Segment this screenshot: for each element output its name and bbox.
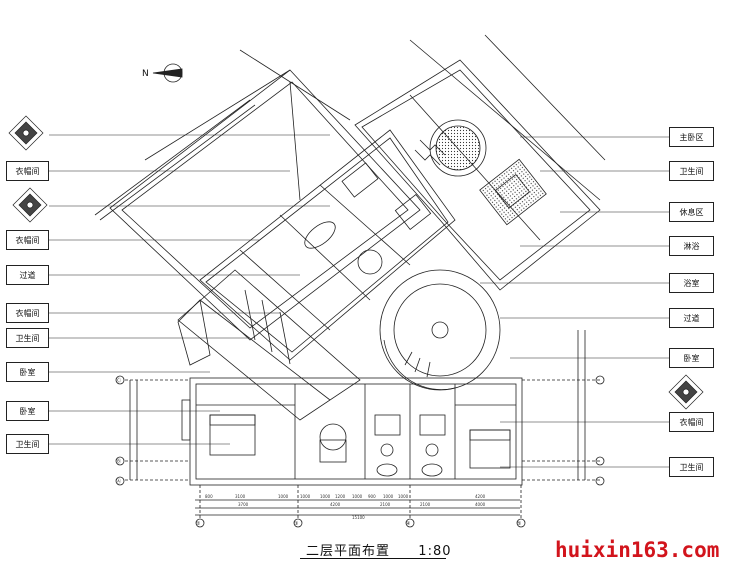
right-label-8: 衣帽间 [669, 412, 714, 432]
dimension-row1-value: 1000 [300, 494, 311, 499]
right-label-1: 主卧区 [669, 127, 714, 147]
ornament-icon-left-1 [8, 115, 44, 151]
drawing-title-text: 二层平面布置 [306, 544, 391, 559]
grid-axis-label: ② [196, 521, 201, 527]
grid-axis-label: Ⓐ [116, 478, 121, 485]
dimension-row1-value: 900 [368, 494, 376, 499]
dimension-row-1: 800 3100 1000 1000 1000 1200 1000 900 1000 1000 42… [205, 494, 486, 499]
left-label-2: 衣帽间 [6, 230, 49, 250]
grid-axis-label: ④ [406, 521, 411, 527]
watermark: huixin163.com [555, 538, 720, 562]
dimension-row-2: 3700 4200 2100 2100 4000 [238, 502, 486, 507]
dimension-row2-value: 4200 [330, 502, 341, 507]
right-label-2: 卫生间 [669, 161, 714, 181]
grid-axis-label: ⑤ [517, 521, 521, 527]
left-label-5: 卫生间 [6, 328, 49, 348]
dimension-row1-value: 1000 [352, 494, 363, 499]
north-arrow-icon [152, 63, 183, 83]
dimension-row2-value: 2100 [380, 502, 391, 507]
dimension-row1-value: 800 [205, 494, 213, 499]
left-label-6: 卧室 [6, 362, 49, 382]
dimension-row1-value: 1000 [278, 494, 289, 499]
dimension-row2-value: 4000 [475, 502, 486, 507]
drawing-scale: 1:80 [418, 544, 452, 559]
drawing-title: 二层平面布置 1:80 [306, 540, 452, 559]
right-label-7: 卧室 [669, 348, 714, 368]
north-label: N [142, 69, 149, 79]
dimension-total: 15100 [352, 515, 365, 520]
left-label-7: 卧室 [6, 401, 49, 421]
ornament-icon-left-2 [12, 187, 48, 223]
dimension-row1-value: 1000 [320, 494, 331, 499]
grid-axis-label: Ⓒ [116, 377, 121, 384]
dimension-row1-value: 1000 [398, 494, 409, 499]
grid-axis-label: ③ [294, 521, 298, 527]
right-label-4: 淋浴 [669, 236, 714, 256]
dimension-row2-value: 2100 [420, 502, 431, 507]
left-label-3: 过道 [6, 265, 49, 285]
right-label-5: 浴室 [669, 273, 714, 293]
title-underline [300, 558, 446, 559]
grid-axis-label: Ⓑ [116, 458, 121, 465]
grid-axis-labels: ② ③ ④ ⑤ Ⓐ Ⓑ Ⓒ [116, 377, 521, 527]
right-label-9: 卫生间 [669, 457, 714, 477]
right-label-3: 休息区 [669, 202, 714, 222]
ornament-icon-right [668, 374, 704, 410]
left-label-8: 卫生间 [6, 434, 49, 454]
dimension-row1-value: 1200 [335, 494, 346, 499]
left-label-1: 衣帽间 [6, 161, 49, 181]
dimension-row1-value: 3100 [235, 494, 246, 499]
dimension-row1-value: 1000 [383, 494, 394, 499]
right-label-6: 过道 [669, 308, 714, 328]
dimension-row2-value: 3700 [238, 502, 249, 507]
left-label-4: 衣帽间 [6, 303, 49, 323]
dimension-row1-value: 4200 [475, 494, 486, 499]
